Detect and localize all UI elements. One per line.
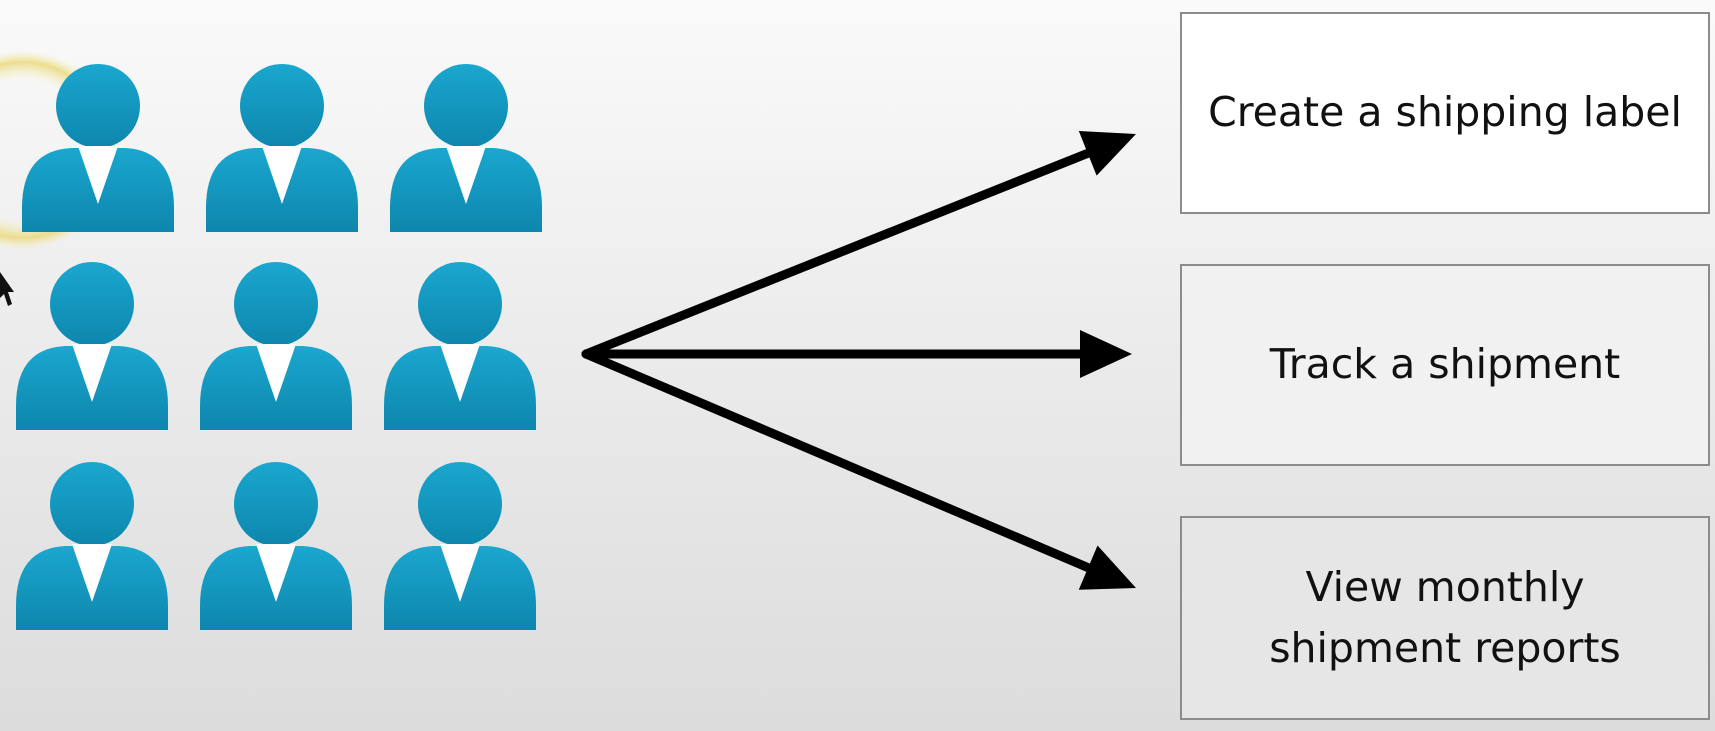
user-icon [16,262,168,430]
task-create-shipping-label: Create a shipping label [1180,12,1710,214]
user-icon [384,262,536,430]
user-icon [16,462,168,630]
user-icon [390,64,542,232]
arrow-group [581,131,1136,590]
user-group [16,64,542,630]
task-label: View monthly shipment reports [1269,562,1621,673]
arrow-to-track-shipment [581,330,1132,378]
task-label: Track a shipment [1269,340,1621,389]
arrow-to-create-label [581,131,1136,359]
task-label: Create a shipping label [1208,88,1682,137]
user-icon [200,262,352,430]
user-icon [200,462,352,630]
user-icon [22,64,174,232]
arrow-to-monthly-reports [581,349,1136,590]
user-icon [384,462,536,630]
mouse-pointer-icon [0,272,14,306]
task-track-shipment: Track a shipment [1180,264,1710,466]
user-icon [206,64,358,232]
task-view-monthly-reports: View monthly shipment reports [1180,516,1710,720]
